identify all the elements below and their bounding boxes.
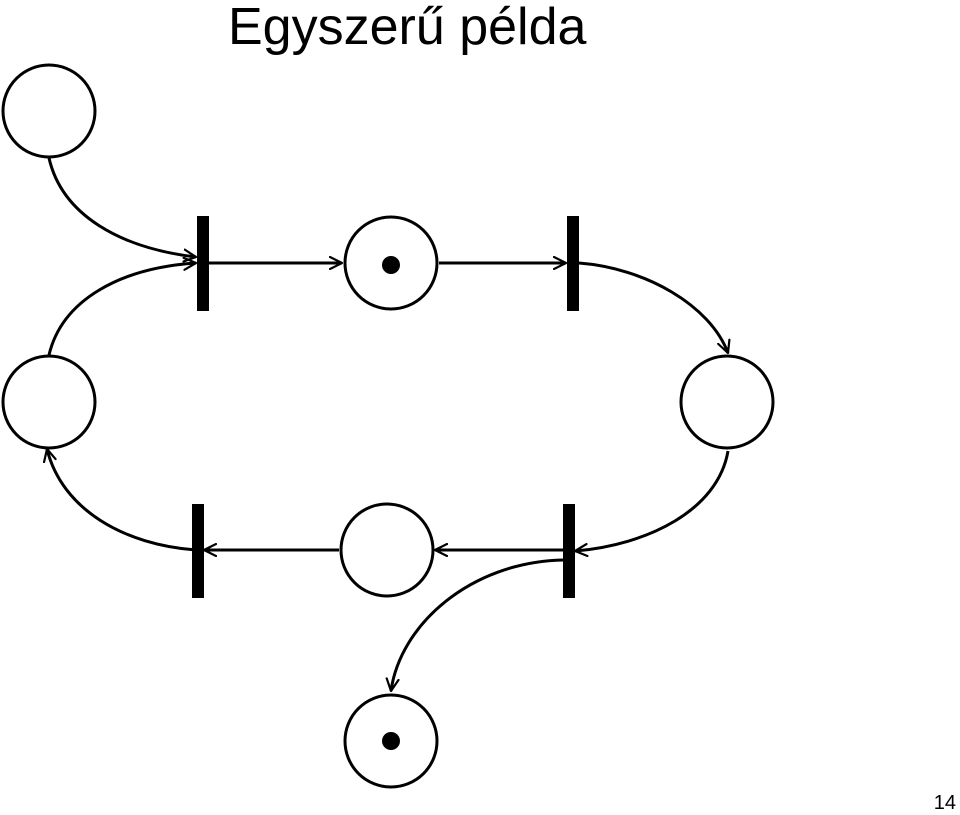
arc-transition-to-left-place: [47, 449, 197, 552]
arc-left-place-to-transition: [47, 263, 196, 356]
place-circle: [1, 354, 97, 450]
token: [382, 732, 400, 750]
place-circle: [1, 63, 97, 159]
tokens: [382, 256, 400, 750]
transitions: [192, 216, 579, 598]
transition-bar: [563, 504, 575, 598]
transition-bar: [567, 216, 579, 311]
places: [1, 63, 775, 789]
transition-bar: [192, 504, 204, 598]
arc-right-place-to-transition: [575, 450, 730, 551]
place-circle: [679, 354, 775, 450]
arc-transition-to-right-place: [578, 261, 728, 353]
transition-bar: [197, 216, 209, 311]
arc-transition-to-bottom-place: [391, 558, 564, 691]
token: [382, 256, 400, 274]
page-number: 14: [933, 792, 956, 814]
arcs: [47, 157, 730, 691]
slide-title: Egyszerű példa: [228, 0, 587, 56]
arc-top-left-place-to-transition: [47, 157, 196, 257]
place-circle: [339, 502, 435, 598]
